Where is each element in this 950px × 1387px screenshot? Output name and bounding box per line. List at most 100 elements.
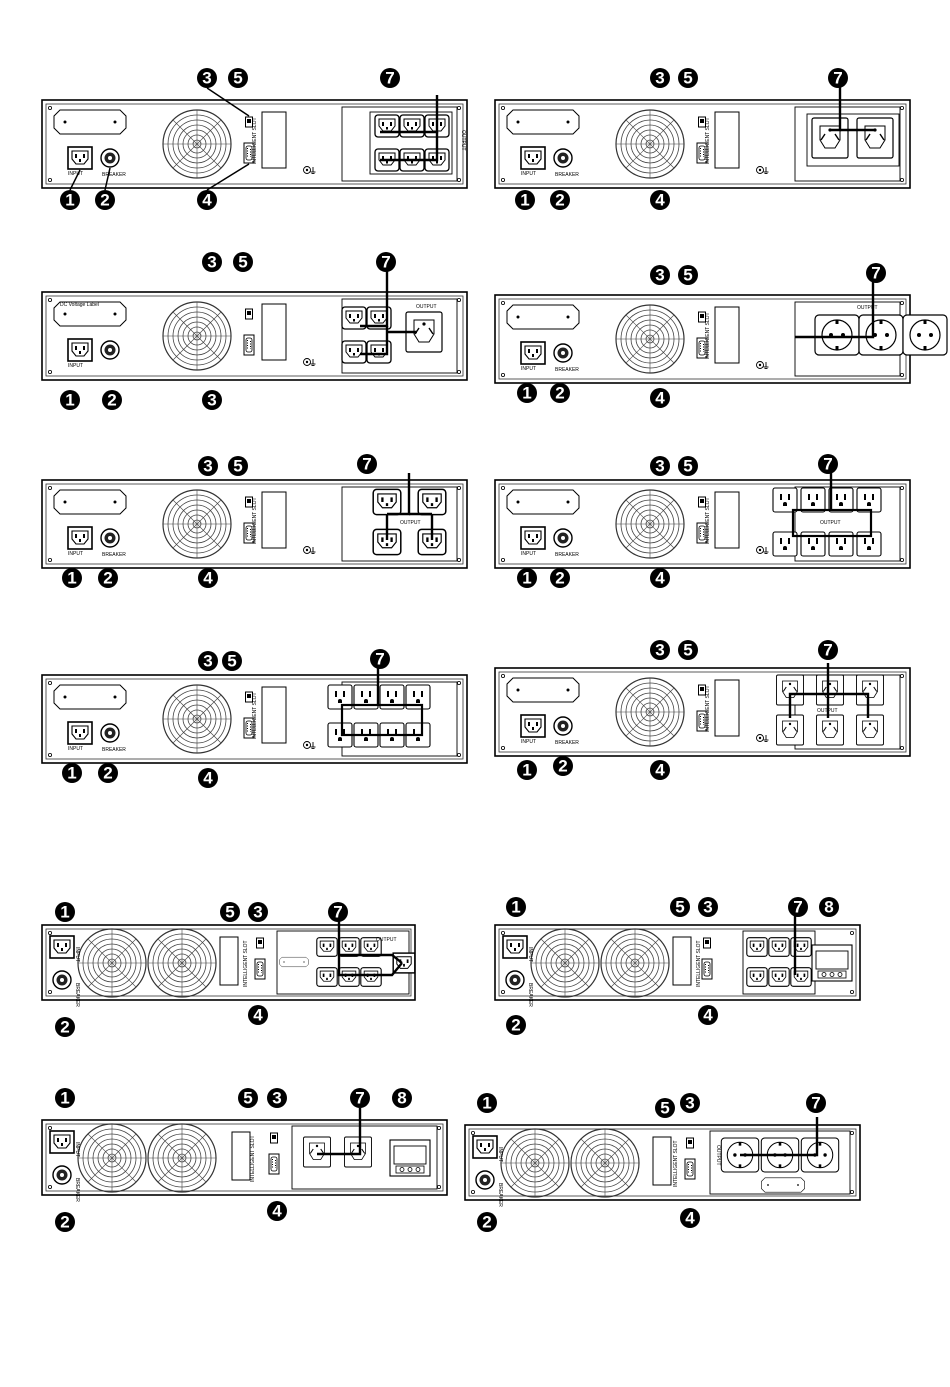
callout-number: 3 <box>655 265 664 284</box>
number-callout-icon <box>62 568 82 588</box>
callout-2: 3 <box>202 252 222 272</box>
callout-5: 7 <box>818 640 838 660</box>
number-callout-icon <box>550 190 570 210</box>
number-callout-icon <box>670 897 690 917</box>
callout-2: 3 <box>698 897 718 917</box>
number-callout-icon <box>515 190 535 210</box>
callout-number: 3 <box>655 456 664 475</box>
output-socket-schuko <box>902 314 948 356</box>
number-callout-icon <box>60 190 80 210</box>
breaker-label: BREAKER <box>555 172 579 178</box>
number-callout-icon <box>517 568 537 588</box>
callout-number: 5 <box>238 252 247 271</box>
callout-number: 2 <box>511 1015 520 1034</box>
callout-number: 4 <box>655 568 665 587</box>
fan-grille-icon <box>615 677 685 747</box>
callout-number: 1 <box>522 760 531 779</box>
output-socket-c13 <box>338 937 360 957</box>
intelligent-slot <box>672 936 692 986</box>
panel-inner-frame <box>45 1123 444 1192</box>
callout-number: 5 <box>225 902 234 921</box>
callout-number: 5 <box>660 1098 669 1117</box>
callout-number: 3 <box>202 68 211 87</box>
number-callout-icon <box>228 68 248 88</box>
panel-inner-frame <box>498 928 857 997</box>
callout-number: 4 <box>685 1208 695 1227</box>
callout-number: 7 <box>355 1088 364 1107</box>
number-callout-icon <box>202 390 222 410</box>
callout-number: 3 <box>655 640 664 659</box>
slot-label: INTELLIGENT SLOT <box>673 1140 679 1187</box>
output-label: OUTPUT <box>460 130 466 151</box>
callout-0: 1 <box>517 760 537 780</box>
breaker-icon <box>475 1170 495 1190</box>
fan-grille-icon <box>147 928 217 998</box>
screw <box>900 558 905 563</box>
callout-number: 1 <box>60 902 69 921</box>
callout-0: 1 <box>60 390 80 410</box>
callout-6: 8 <box>819 897 839 917</box>
fan-grille-icon <box>615 109 685 179</box>
callout-4: 5 <box>678 68 698 88</box>
slot-label: INTELLIGENT SLOT <box>705 117 711 164</box>
number-callout-icon <box>198 568 218 588</box>
screw <box>48 990 53 995</box>
callout-0: 1 <box>506 897 526 917</box>
panel-inner-frame <box>498 103 907 185</box>
fan-grille-icon <box>600 928 670 998</box>
callout-3: 4 <box>267 1201 287 1221</box>
callout-1: 2 <box>95 190 115 210</box>
number-callout-icon <box>198 651 218 671</box>
callout-number: 1 <box>520 190 529 209</box>
callout-number: 2 <box>482 1212 491 1231</box>
intelligent-slot <box>261 686 287 744</box>
output-socket-universal <box>856 117 894 159</box>
leader-line <box>740 1117 819 1157</box>
callout-0: 1 <box>62 763 82 783</box>
number-callout-icon <box>197 68 217 88</box>
number-callout-icon <box>818 454 838 474</box>
leader-line <box>828 692 870 718</box>
screw <box>850 1131 855 1136</box>
callout-0: 1 <box>55 902 75 922</box>
intelligent-slot <box>652 1136 672 1186</box>
callout-number: 7 <box>823 640 832 659</box>
screw <box>48 558 53 563</box>
callout-2: 3 <box>267 1088 287 1108</box>
callout-2: 3 <box>650 640 670 660</box>
number-callout-icon <box>60 390 80 410</box>
output-socket-c13 <box>746 967 768 987</box>
number-callout-icon <box>788 897 808 917</box>
callout-number: 7 <box>381 252 390 271</box>
screw <box>900 674 905 679</box>
breaker-icon <box>52 1165 72 1185</box>
slot-label: INTELLIGENT SLOT <box>252 117 258 164</box>
leader-line <box>380 132 439 162</box>
screw <box>850 931 855 936</box>
callout-number: 7 <box>823 454 832 473</box>
callout-number: 5 <box>683 640 692 659</box>
slot-label: INTELLIGENT SLOT <box>705 497 711 544</box>
output-socket-c13 <box>417 488 447 516</box>
input-label: INPUT <box>74 947 80 962</box>
number-callout-icon <box>228 456 248 476</box>
output-socket-universal <box>811 117 849 159</box>
callout-0: 1 <box>517 383 537 403</box>
slot-label: INTELLIGENT SLOT <box>252 692 258 739</box>
number-callout-icon <box>357 454 377 474</box>
number-callout-icon <box>248 1005 268 1025</box>
leader-line <box>206 87 250 117</box>
breaker-label: BREAKER <box>497 1183 503 1207</box>
callout-number: 1 <box>67 568 76 587</box>
screw <box>850 990 855 995</box>
breaker-label: BREAKER <box>555 740 579 746</box>
fan-grille-icon <box>162 489 232 559</box>
screw <box>456 177 461 182</box>
breaker-icon <box>100 723 120 743</box>
breaker-label: BREAKER <box>102 172 126 178</box>
callout-3: 4 <box>698 1005 718 1025</box>
output-socket-c13 <box>746 937 768 957</box>
